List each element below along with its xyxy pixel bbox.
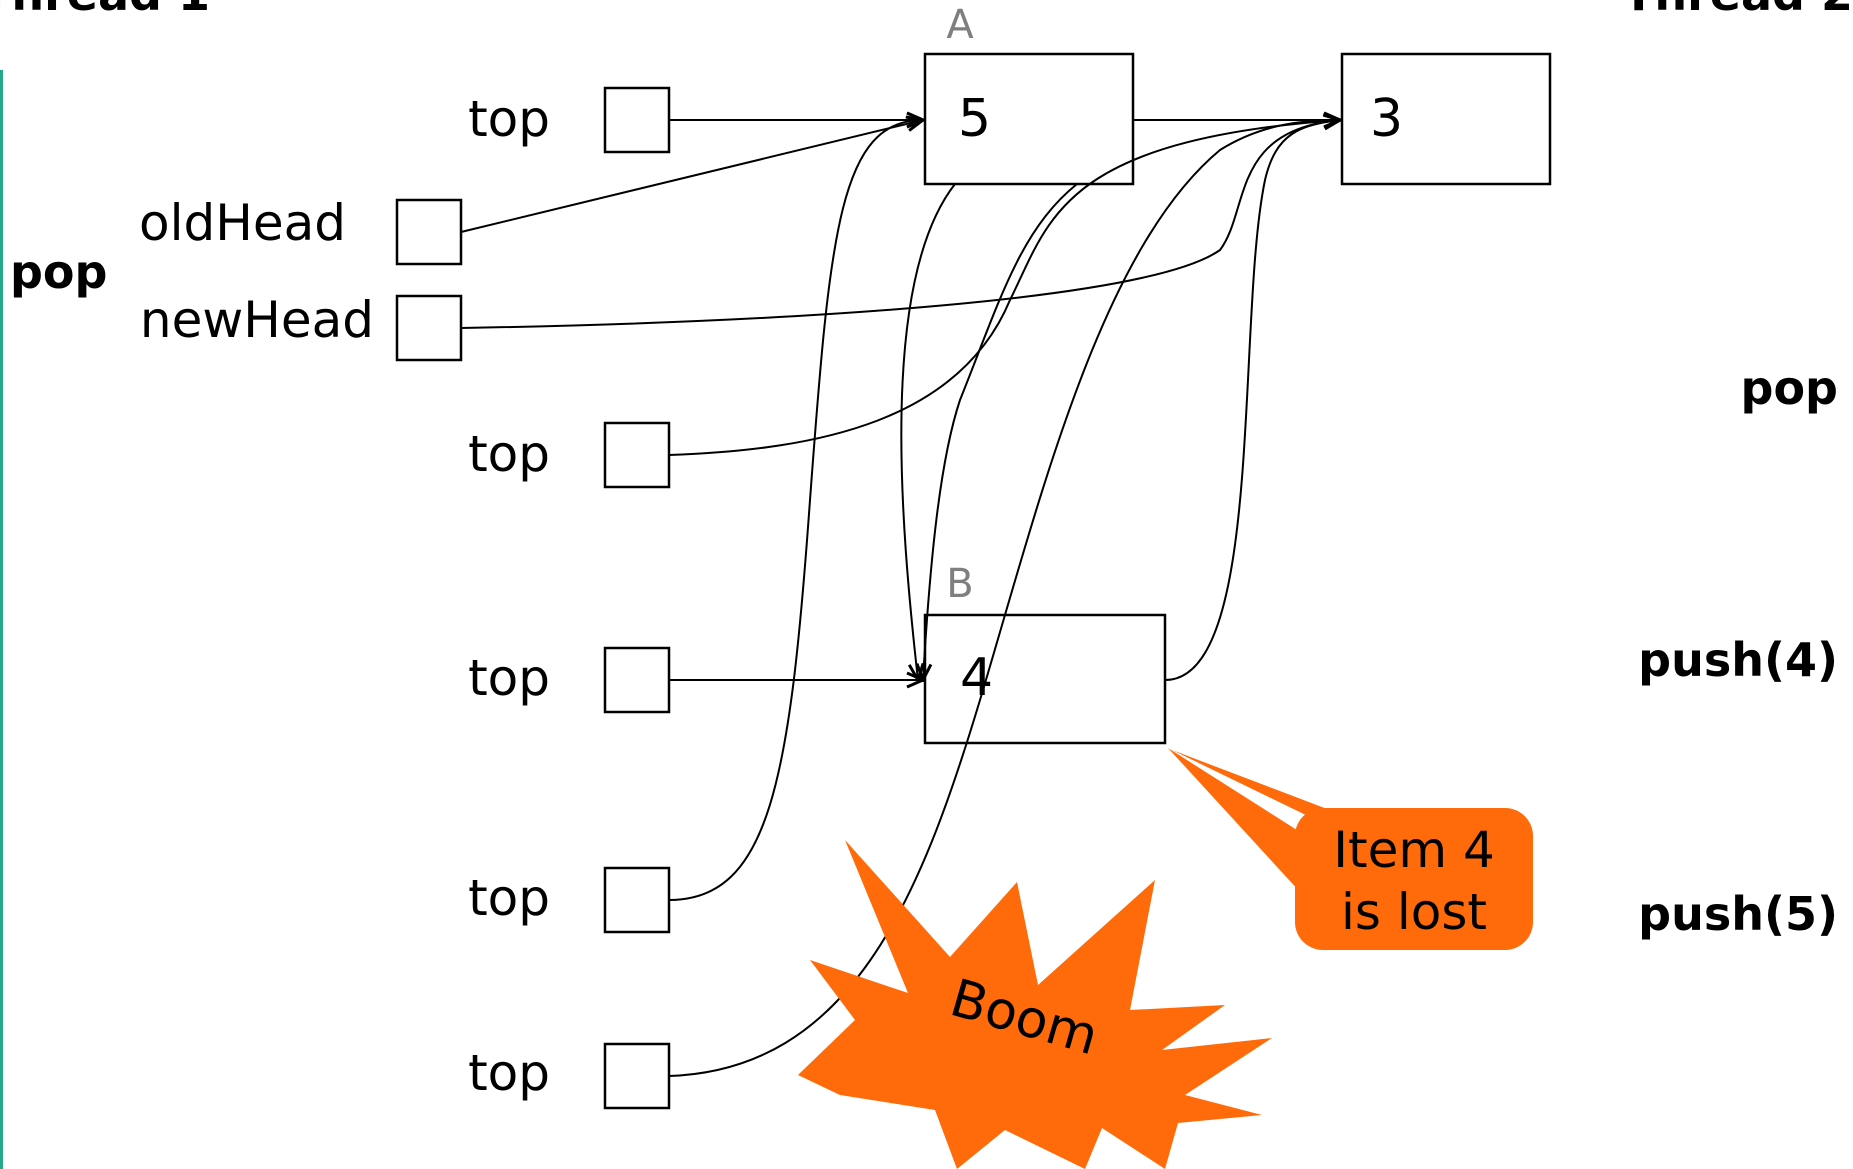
top-label-5: top bbox=[468, 1044, 550, 1102]
node-a-popped-link bbox=[923, 183, 1078, 680]
node-c-value: 3 bbox=[1370, 89, 1403, 149]
newhead-to-node-c-arrow bbox=[460, 120, 1340, 329]
node-a-box bbox=[923, 52, 1135, 186]
oldhead-to-node-a-arrow bbox=[460, 120, 923, 233]
top-label-2: top bbox=[468, 425, 550, 483]
thread2-pop-label: pop bbox=[1741, 361, 1838, 415]
top-pointer-box-2 bbox=[603, 421, 671, 489]
node-a-value: 5 bbox=[958, 89, 991, 149]
boom-burst bbox=[798, 840, 1272, 1169]
node-b-next-arrow bbox=[1164, 120, 1340, 681]
callout-tail-shape bbox=[1168, 748, 1312, 905]
oldhead-label: oldHead bbox=[139, 194, 346, 252]
callout-line-2: is lost bbox=[1341, 883, 1487, 941]
node-b-value: 4 bbox=[960, 648, 993, 708]
callout-tail bbox=[1172, 750, 1335, 817]
node-b-tag: B bbox=[946, 561, 973, 607]
node-a-tag: A bbox=[946, 2, 974, 48]
top-label-3: top bbox=[468, 649, 550, 707]
newhead-pointer-box bbox=[395, 294, 463, 362]
top-pointer-box-5 bbox=[603, 1042, 671, 1110]
top-pointer-box-4 bbox=[603, 866, 671, 934]
thread2-push5-label: push(5) bbox=[1638, 887, 1838, 941]
top2-to-node-c-arrow bbox=[668, 120, 1340, 456]
callout-bubble bbox=[1295, 808, 1533, 950]
oldhead-pointer-box bbox=[395, 198, 463, 266]
top-label-1: top bbox=[468, 90, 550, 148]
node-c-box bbox=[1340, 52, 1552, 186]
top4-to-node-a-arrow bbox=[668, 120, 923, 901]
thread1-title: Thread 1 bbox=[0, 0, 210, 21]
thread1-pop-label: pop bbox=[10, 245, 107, 299]
thread2-push4-label: push(4) bbox=[1638, 633, 1838, 687]
top-pointer-box-3 bbox=[603, 646, 671, 714]
top-pointer-box-1 bbox=[603, 86, 671, 154]
thread2-title: Thread 2 bbox=[1623, 0, 1853, 21]
top-label-4: top bbox=[468, 869, 550, 927]
newhead-label: newHead bbox=[140, 291, 374, 349]
callout-line-1: Item 4 bbox=[1333, 821, 1495, 879]
node-b-box bbox=[923, 613, 1167, 745]
stale-to-node-b-link bbox=[900, 183, 956, 680]
